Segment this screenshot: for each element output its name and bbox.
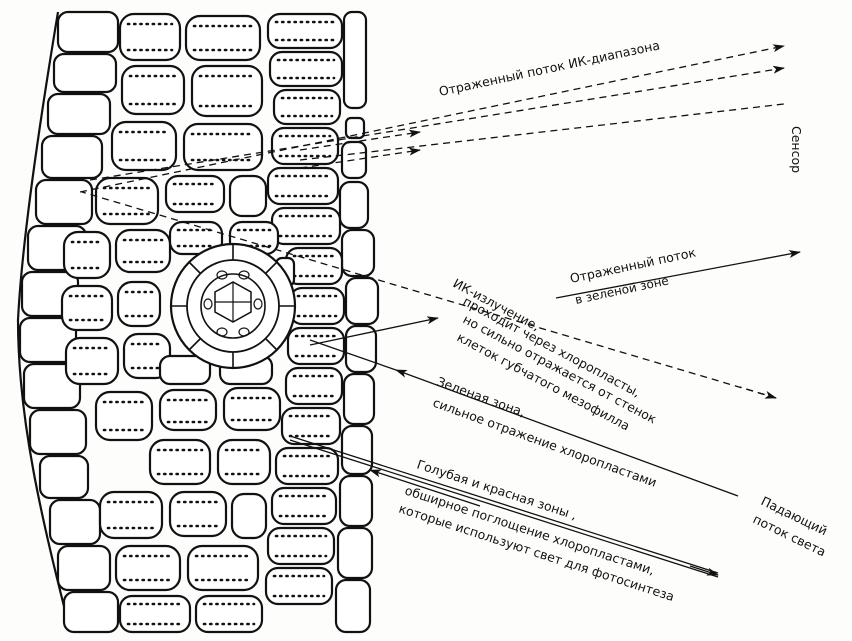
- reflected-green-ray: [555, 250, 801, 299]
- label-reflected-ir: Отраженный поток ИК-диапазона: [438, 37, 662, 99]
- left-epidermis-edge: [16, 11, 72, 631]
- incident-bluered-ray-2: [289, 439, 719, 578]
- vascular-bundle: [169, 242, 297, 370]
- incident-green-ray: [395, 369, 739, 497]
- ir-reflection-arrow: [309, 316, 439, 346]
- incident-ir-arrowhead: [739, 386, 777, 399]
- spongy-mesophyll: [60, 12, 296, 634]
- reflected-ir-arrow-a: [299, 129, 421, 151]
- incident-bluered-inner-arrow: [369, 469, 481, 507]
- label-bluered-line3: которые используют свет для фотосинтеза: [397, 501, 676, 604]
- incident-ir-ray: [81, 191, 777, 399]
- reflected-ir-ray-3: [299, 103, 785, 161]
- label-sensor: Сенсор: [789, 126, 804, 173]
- incident-bluered-ray-1: [289, 435, 719, 574]
- reflected-ir-ray-1: [79, 44, 785, 193]
- light-rays: [79, 44, 801, 578]
- labels: Отраженный поток ИК-диапазона Сенсор Отр…: [397, 37, 830, 604]
- reflected-ir-arrow-b: [299, 147, 421, 169]
- leaf-tissue: [16, 10, 380, 634]
- incident-bluered-arrowhead: [689, 565, 719, 576]
- incident-green-ray-inside: [309, 339, 397, 371]
- label-ir-line3: но сильно отражается от стенок: [461, 311, 660, 426]
- reflected-ir-ray-2: [89, 65, 785, 181]
- right-epidermis-cells: [334, 10, 380, 634]
